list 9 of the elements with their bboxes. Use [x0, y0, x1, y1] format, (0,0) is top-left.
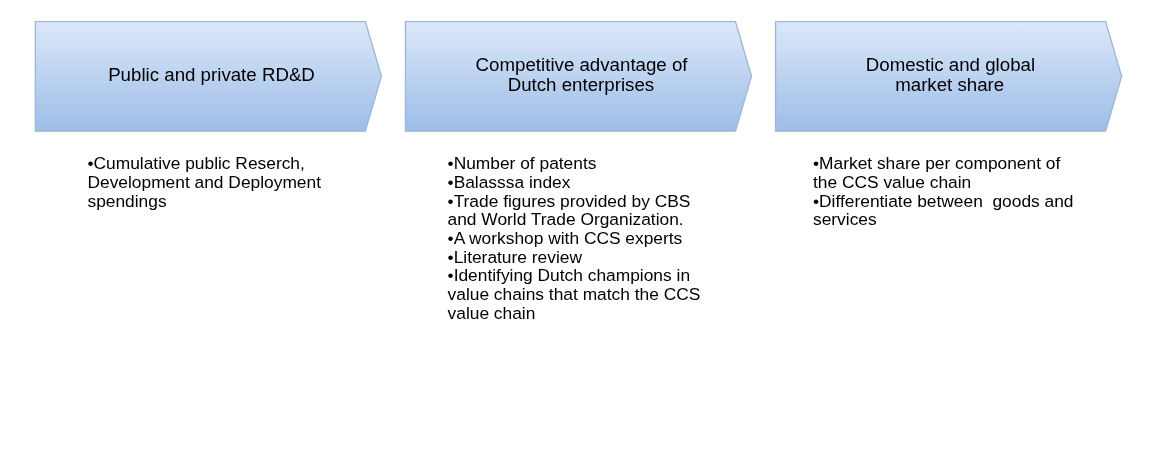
node-label: •Balasssa index	[447, 171, 571, 192]
node-label: •Number of patents	[447, 153, 597, 174]
node-label: •Identifying Dutch champions in value chains that match the CCS value chain	[447, 265, 701, 323]
node-label: •Cumulative public Reserch, Development and Deployment spendings	[87, 153, 321, 211]
node-label: •Trade figures provided by CBS and World Trade Organization.	[447, 190, 691, 230]
node-label: •Differentiate between goods and services	[813, 190, 1074, 230]
node-label: •Literature review	[447, 246, 582, 267]
node-label: •Market share per component of the CCS value chain	[813, 153, 1061, 192]
node-label: •A workshop with CCS experts	[447, 227, 683, 248]
